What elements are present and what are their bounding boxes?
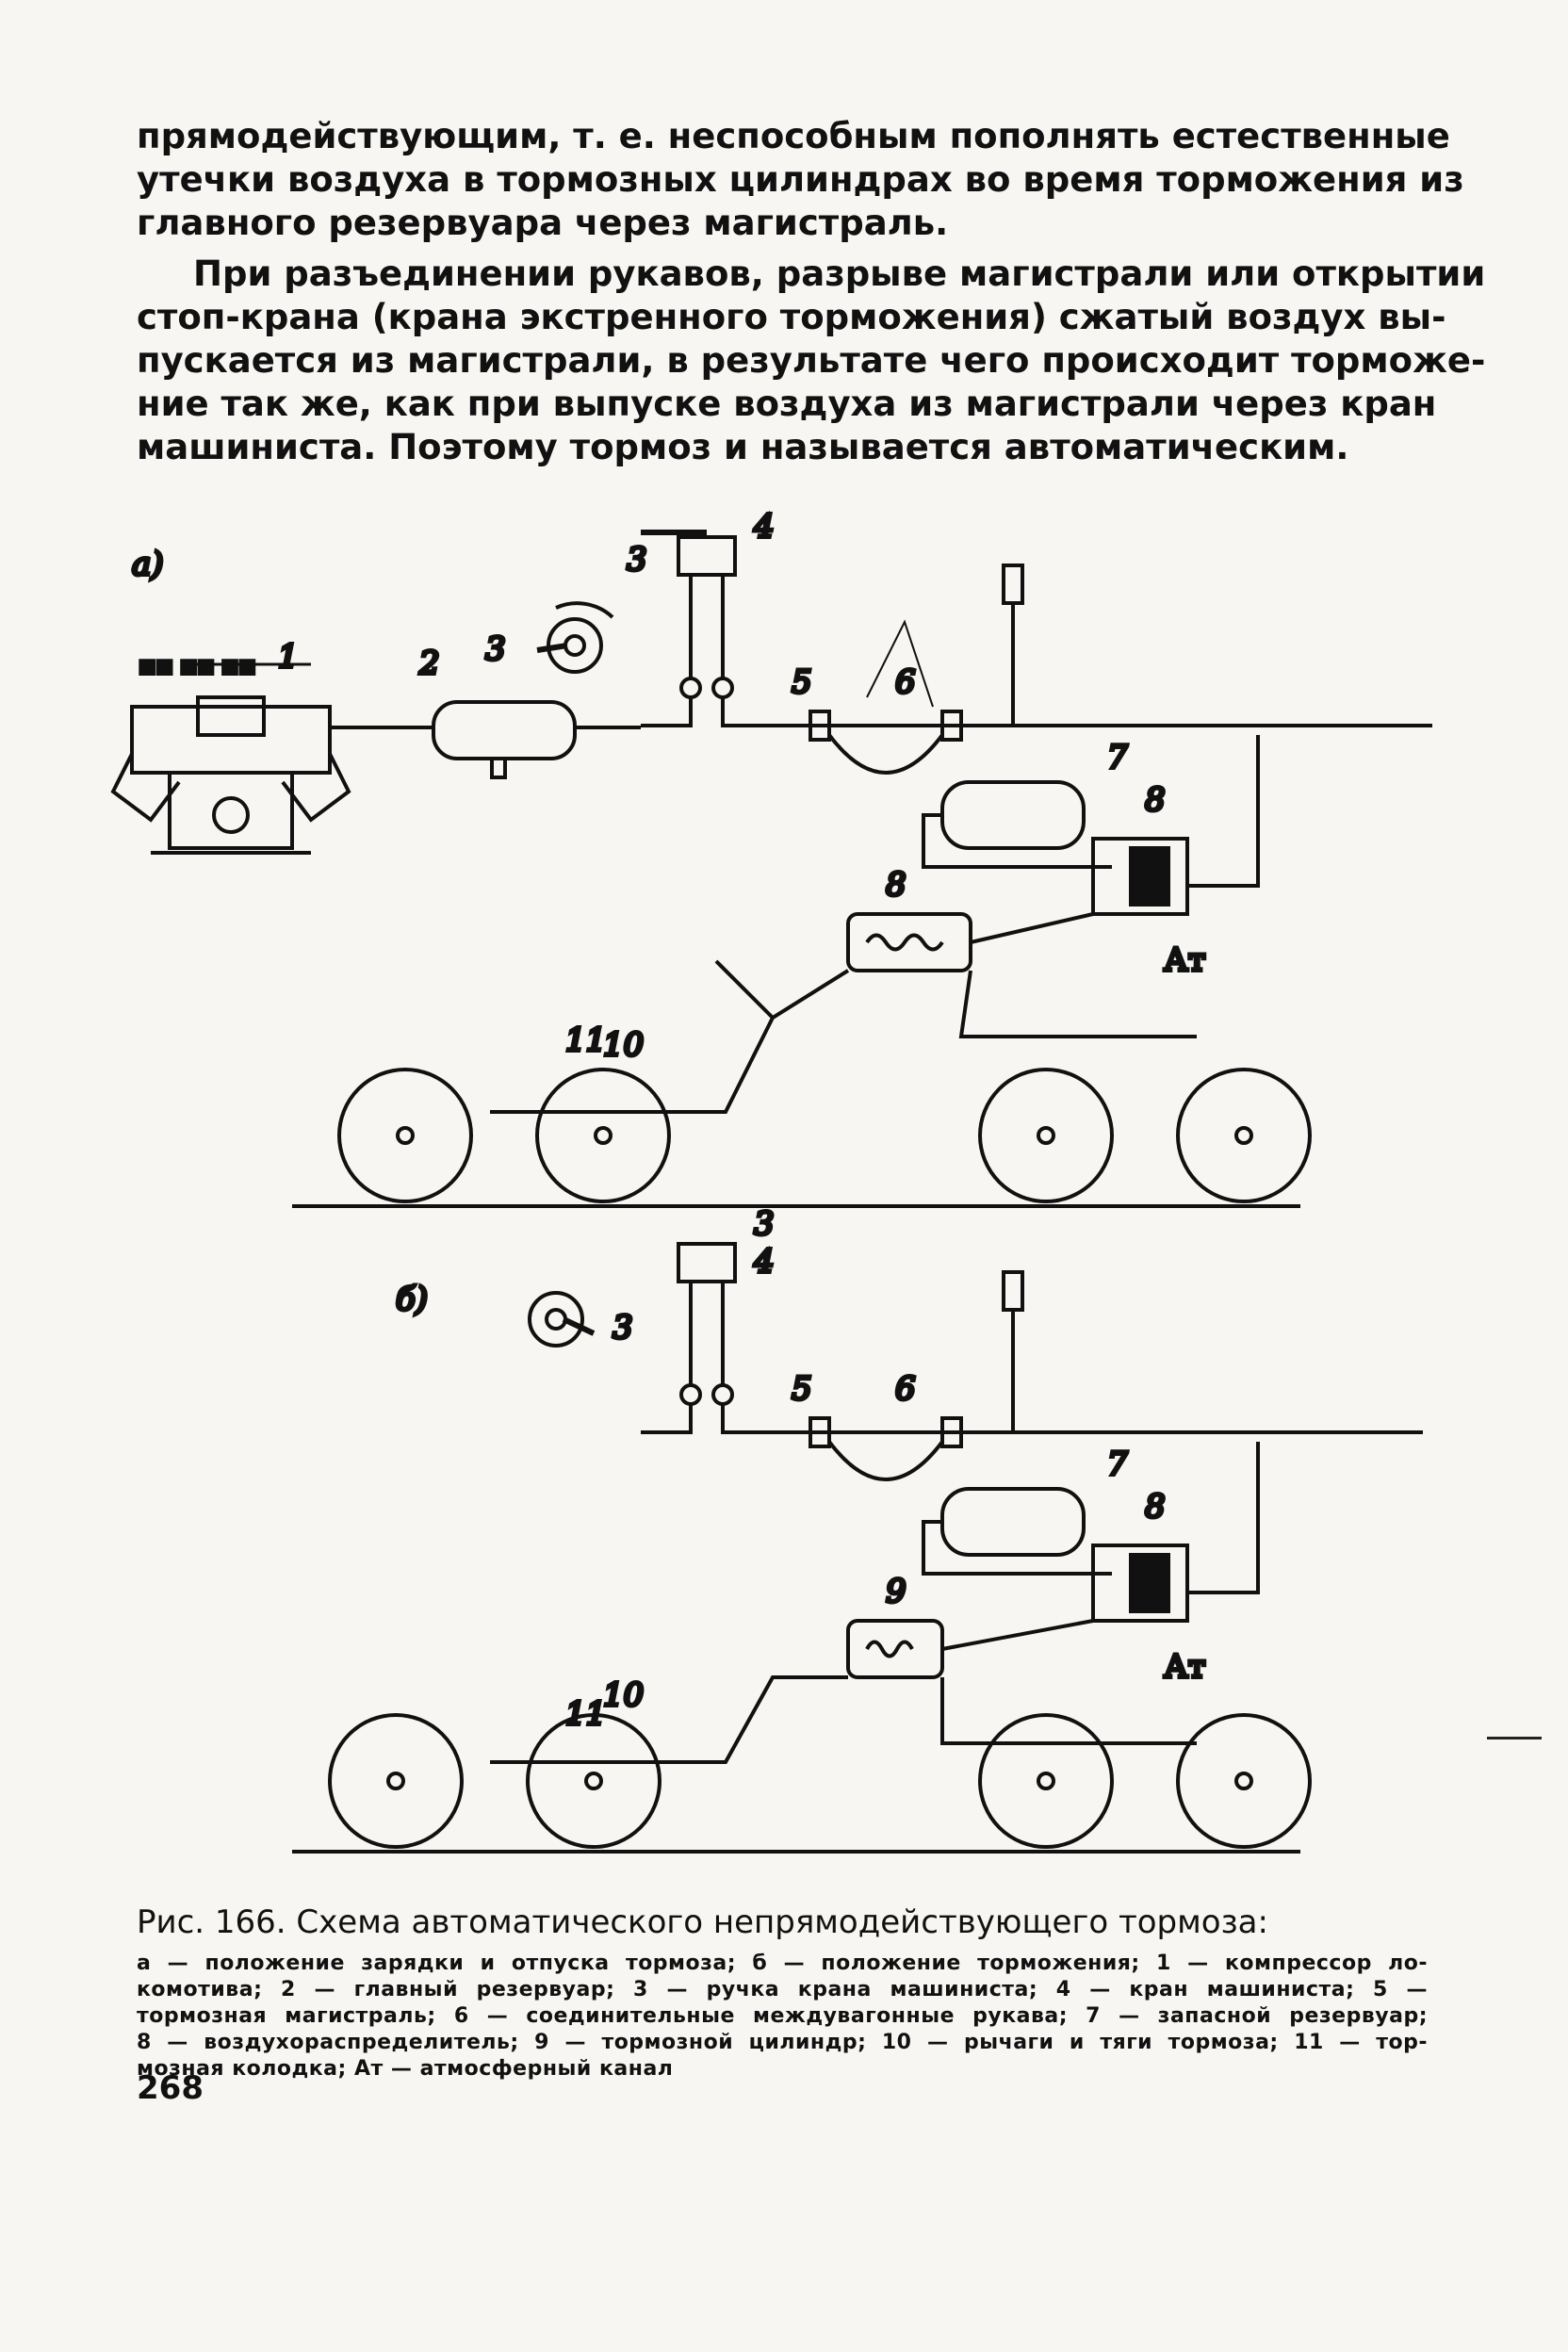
label-9: 8 bbox=[886, 866, 906, 904]
caption-line: а — положение зарядки и отпуска тормоза;… bbox=[137, 1952, 1428, 1975]
wheelset-right bbox=[978, 1713, 1312, 1849]
figure-b-drawing: б) 3 3 4 5 6 bbox=[292, 1203, 1423, 1854]
label-at: Ат bbox=[1164, 941, 1206, 979]
brake-rigging bbox=[490, 1675, 1197, 1764]
label-3-handle: 3 bbox=[627, 541, 647, 579]
label-4: 4 bbox=[753, 508, 775, 546]
panel-label-a: а) bbox=[132, 546, 164, 583]
text-line: ние так же, как при выпуске воздуха из м… bbox=[137, 384, 1437, 424]
compressor-icon: ⊠⊠ ⊠⊠ ⊠⊠ bbox=[110, 654, 351, 855]
caption-line: 8 — воздухораспределитель; 9 — тормозной… bbox=[137, 2031, 1428, 2054]
stop-valve-icon bbox=[1002, 1270, 1024, 1432]
auxiliary-reservoir-icon bbox=[922, 780, 1112, 869]
driver-valve-handle-dial-icon bbox=[528, 1291, 596, 1348]
brake-cylinder-icon bbox=[846, 912, 1094, 972]
air-distributor-icon bbox=[1091, 1442, 1260, 1623]
label-8: 8 bbox=[1145, 1488, 1166, 1526]
inter-car-hose-icon bbox=[808, 619, 963, 775]
figure-a-drawing: а) ⊠⊠ ⊠⊠ ⊠⊠ 1 2 3 bbox=[110, 506, 1432, 1208]
panel-label-b: б) bbox=[396, 1281, 428, 1318]
brake-cylinder-icon bbox=[846, 1619, 1094, 1679]
driver-valve-icon bbox=[641, 530, 773, 727]
marks: ⊠⊠ ⊠⊠ ⊠⊠ bbox=[139, 656, 256, 679]
paragraph-1: прямодействующим, т. е. неспособным попо… bbox=[137, 115, 1464, 245]
label-8: 8 bbox=[1145, 781, 1166, 819]
driver-valve-handle-dial-icon bbox=[536, 601, 614, 674]
label-7: 7 bbox=[1107, 739, 1128, 776]
driver-valve-icon bbox=[641, 1242, 773, 1434]
page-number: 268 bbox=[137, 2069, 204, 2107]
label-5: 5 bbox=[792, 1370, 812, 1408]
wheelset-left bbox=[328, 1713, 662, 1849]
paragraph-2: При разъединении рукавов, разрыве магист… bbox=[137, 253, 1486, 469]
text-line: главного резервуара через магистраль. bbox=[137, 203, 949, 243]
text-line: При разъединении рукавов, разрыве магист… bbox=[193, 253, 1486, 294]
figure-b-braking-diagram: б) 3 3 4 5 6 bbox=[113, 1203, 1451, 1875]
inter-car-hose-icon bbox=[808, 1416, 963, 1481]
label-6: 6 bbox=[895, 663, 916, 701]
label-1: 1 bbox=[278, 638, 299, 676]
text-line: утечки воздуха в тормозных цилиндрах во … bbox=[137, 159, 1464, 200]
label-6: 6 bbox=[895, 1370, 916, 1408]
auxiliary-reservoir-icon bbox=[922, 1487, 1112, 1576]
label-at: Ат bbox=[1164, 1648, 1206, 1686]
figure-a-brake-release-diagram: а) ⊠⊠ ⊠⊠ ⊠⊠ 1 2 3 bbox=[110, 506, 1451, 1244]
label-3-dial: 3 bbox=[485, 630, 506, 668]
brake-rigging bbox=[490, 959, 1197, 1114]
air-distributor-icon bbox=[1091, 735, 1260, 916]
main-reservoir-icon bbox=[396, 700, 641, 779]
stop-valve-icon bbox=[1002, 564, 1024, 726]
label-7: 7 bbox=[1107, 1446, 1128, 1483]
label-3-handle: 3 bbox=[754, 1205, 775, 1243]
wheelset-right bbox=[978, 1068, 1312, 1203]
caption-line: комотива; 2 — главный резервуар; 3 — руч… bbox=[137, 1978, 1428, 2001]
label-9: 9 bbox=[886, 1573, 906, 1610]
label-3-dial: 3 bbox=[612, 1309, 633, 1347]
label-4: 4 bbox=[753, 1243, 775, 1281]
label-2: 2 bbox=[418, 645, 440, 682]
figure-caption-legend: а — положение зарядки и отпуска тормоза;… bbox=[137, 1951, 1428, 2082]
text-line: машиниста. Поэтому тормоз и называется а… bbox=[137, 427, 1349, 467]
caption-line: тормозная магистраль; 6 — соединительные… bbox=[137, 2004, 1428, 2028]
label-11: 11 bbox=[565, 1021, 606, 1059]
label-10: 10 bbox=[603, 1676, 644, 1714]
caption-line: мозная колодка; Ат — атмосферный канал bbox=[137, 2057, 674, 2081]
margin-mark bbox=[1487, 1737, 1542, 1740]
figure-caption-title: Рис. 166. Схема автоматического непрямод… bbox=[137, 1903, 1268, 1941]
wheelset-left bbox=[337, 1068, 671, 1203]
text-line: прямодействующим, т. е. неспособным попо… bbox=[137, 116, 1450, 156]
label-10: 10 bbox=[603, 1026, 644, 1064]
text-line: стоп-крана (крана экстренного торможения… bbox=[137, 297, 1446, 337]
label-5: 5 bbox=[792, 663, 812, 701]
text-line: пускается из магистрали, в результате че… bbox=[137, 340, 1486, 381]
